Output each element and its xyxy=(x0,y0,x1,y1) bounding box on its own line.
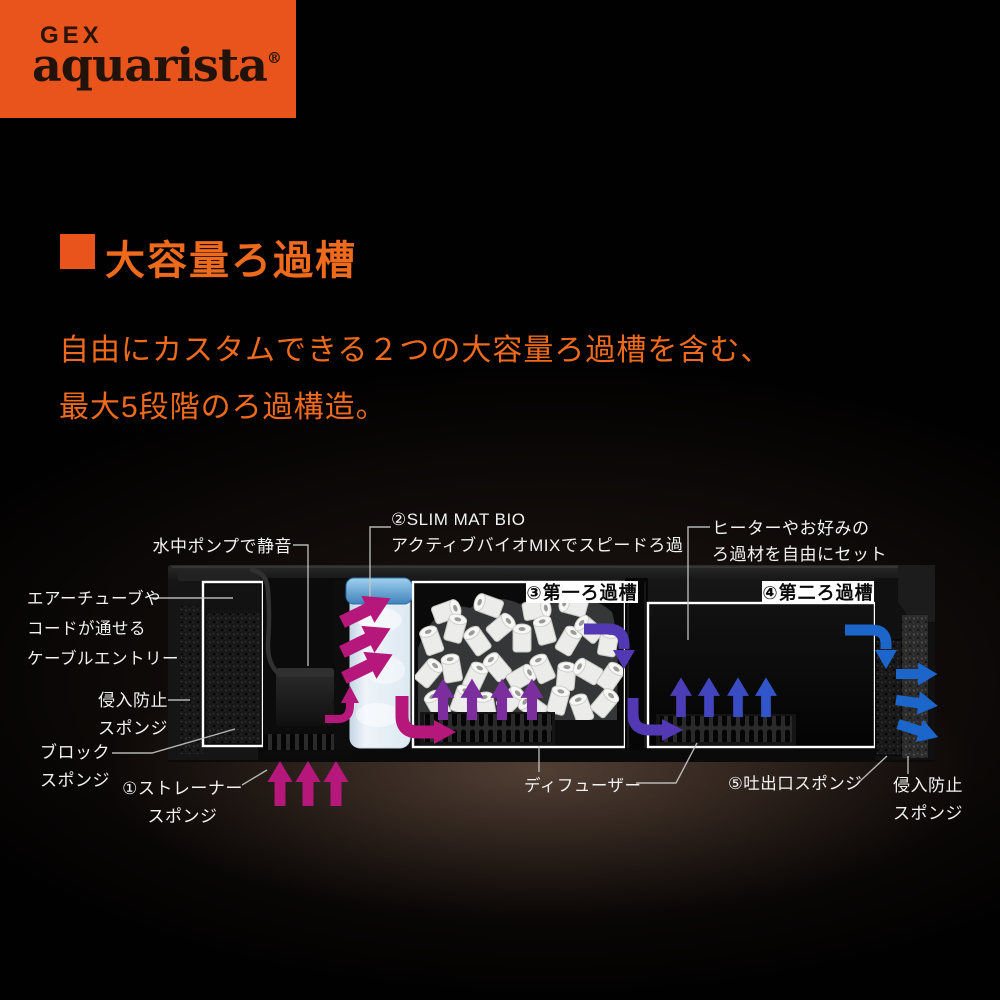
label-diffuser: ディフューザー xyxy=(524,777,642,795)
second-filter-tank xyxy=(646,601,877,749)
section-heading: 大容量ろ過槽 xyxy=(60,228,357,286)
intake-arrows xyxy=(267,761,349,806)
description-line1: 自由にカスタムできる２つの大容量ろ過槽を含む、 xyxy=(59,334,772,367)
heading-square-marker xyxy=(60,234,95,269)
flow-arrows xyxy=(267,584,942,806)
label-guard-sponge-left: 侵入防止 スポンジ xyxy=(98,691,168,738)
registered-mark: ® xyxy=(266,49,282,67)
brand-gex: GEX xyxy=(40,22,103,49)
tag-second-tank: ④第二ろ過槽 xyxy=(762,581,874,603)
label-guard-sponge-right: 侵入防止 スポンジ xyxy=(893,776,963,823)
tank1-overflow-arrow xyxy=(584,623,635,669)
label-cable-entry: エアーチューブや コードが通せる ケーブルエントリー xyxy=(27,590,180,668)
label-strainer-sponge: ①ストレーナー スポンジ xyxy=(122,779,243,826)
block-sponge-box xyxy=(201,580,265,748)
label-heater: ヒーターやお好みの ろ過材を自由にセット xyxy=(712,519,887,564)
description: 自由にカスタムできる２つの大容量ろ過槽を含む、 最大5段階のろ過構造。 xyxy=(59,322,771,436)
heading-text: 大容量ろ過槽 xyxy=(105,239,357,283)
tank1-to-tank2-arrow xyxy=(627,698,683,741)
label-connectors xyxy=(112,526,909,786)
intrusion-guard-sponge-left xyxy=(180,606,203,754)
first-filter-tank xyxy=(411,580,627,749)
label-outlet-sponge: ⑤吐出口スポンジ xyxy=(728,775,863,793)
brand-product-name: aquarista® xyxy=(32,38,282,92)
label-pump: 水中ポンプで静音 xyxy=(152,537,292,556)
mat-to-tank1-arrow xyxy=(395,696,456,744)
description-line2: 最大5段階のろ過構造。 xyxy=(59,391,387,424)
tank2-outflow-arrow xyxy=(845,624,897,669)
label-slim-mat: ②SLIM MAT BIO アクティブバイオMIXでスピードろ過 xyxy=(391,510,684,555)
pump-outflow-arrow xyxy=(325,686,359,723)
pump-cable xyxy=(249,567,280,675)
label-block-sponge: ブロック スポンジ xyxy=(40,743,110,790)
tag-first-tank: ③第一ろ過槽 xyxy=(526,581,638,603)
brand-logo-box: GEX aquarista® xyxy=(0,0,296,118)
